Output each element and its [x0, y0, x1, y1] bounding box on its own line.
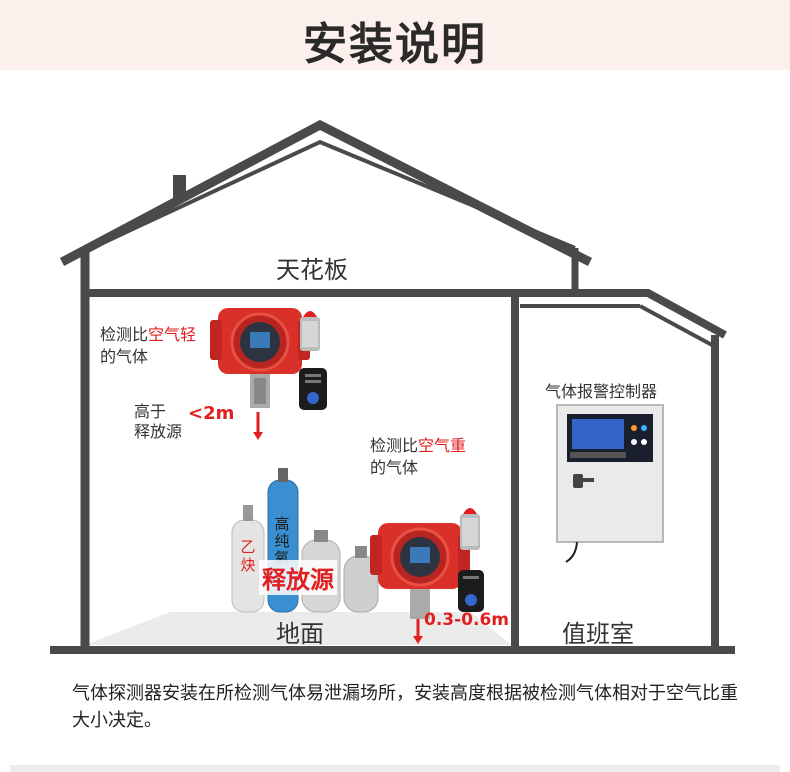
- duty-room-label: 值班室: [562, 620, 634, 648]
- floor-label: 地面: [276, 620, 324, 648]
- alarm-beacon-lower: [460, 508, 480, 550]
- page-title: 安装说明: [303, 19, 487, 70]
- gas-detector-lower: [370, 523, 470, 619]
- header-banner: 安装说明: [0, 0, 790, 70]
- light-gas-height-text: 高于 释放源: [134, 402, 182, 442]
- bottom-divider: [10, 765, 780, 772]
- installation-description: 气体探测器安装在所检测气体易泄漏场所，安装高度根据被检测气体相对于空气比重大小决…: [72, 683, 738, 731]
- gas-detector-upper: [210, 308, 310, 408]
- heavy-gas-line2: 的气体: [370, 458, 419, 477]
- remote-control-upper: [299, 368, 327, 410]
- arrow-down-icon: [413, 636, 423, 644]
- heavy-gas-label: 检测比空气重 的气体: [370, 435, 466, 479]
- ceiling-label: 天花板: [276, 256, 348, 284]
- light-gas-height-value: <2m: [188, 403, 235, 424]
- alarm-beacon-upper: [300, 311, 320, 351]
- alarm-controller-cabinet: [556, 404, 664, 563]
- light-gas-label: 检测比空气轻 的气体: [100, 324, 196, 368]
- duty-room-roof: [515, 289, 727, 339]
- roof-inner: [91, 139, 576, 250]
- controller-label: 气体报警控制器: [545, 382, 658, 401]
- heavy-gas-prefix: 检测比: [370, 436, 419, 455]
- light-gas-highlight: 空气轻: [148, 325, 197, 344]
- height-line2: 释放源: [134, 422, 183, 441]
- cylinder-acetylene-label: 乙炔: [240, 538, 256, 574]
- gas-cylinder-small: [343, 546, 379, 613]
- heavy-gas-height-value: 0.3-0.6m: [424, 610, 509, 630]
- remote-control-lower: [458, 570, 484, 612]
- key-icon: [573, 474, 583, 488]
- heavy-gas-highlight: 空气重: [418, 436, 467, 455]
- light-gas-line2: 的气体: [100, 347, 149, 366]
- floor-area: [85, 612, 512, 645]
- height-line1: 高于: [134, 402, 167, 421]
- light-gas-prefix: 检测比: [100, 325, 149, 344]
- arrow-down-icon: [253, 432, 263, 440]
- release-source-label: 释放源: [259, 560, 337, 595]
